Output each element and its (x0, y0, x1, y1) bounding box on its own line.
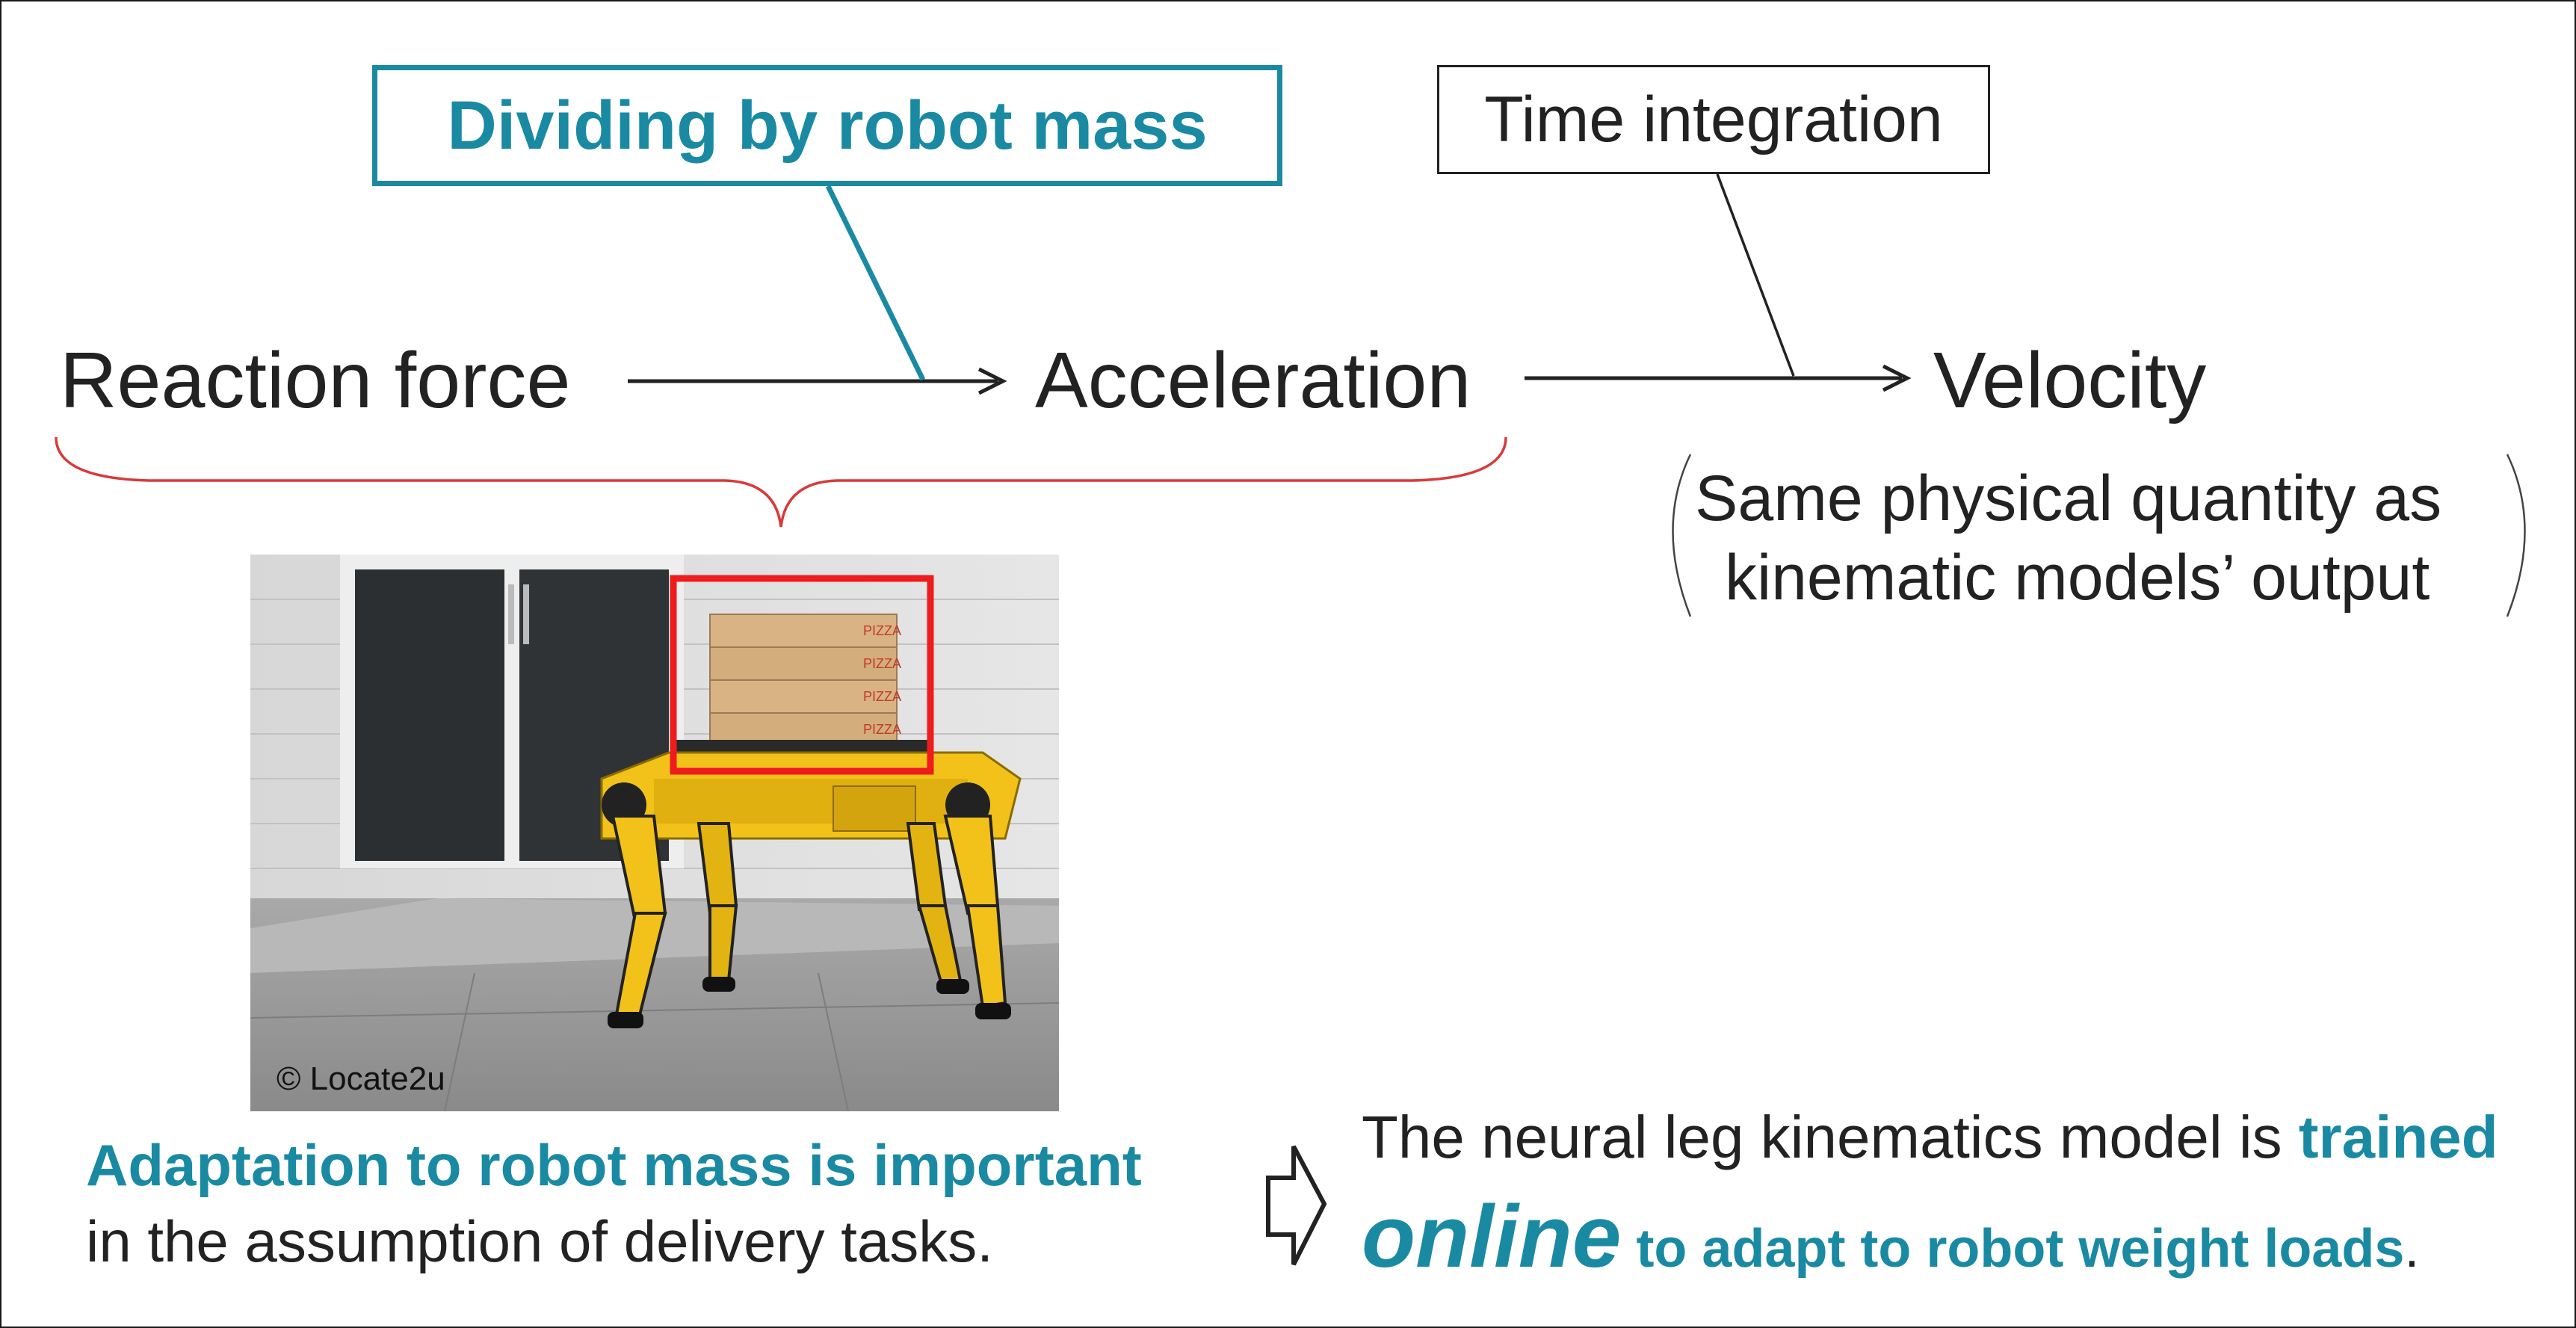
arrowhead-acceleration (977, 367, 1007, 395)
svg-text:PIZZA: PIZZA (863, 656, 901, 671)
time-integration-label: Time integration (1437, 65, 1990, 174)
adaptation-headline: Adaptation to robot mass is important (86, 1132, 1142, 1198)
svg-text:PIZZA: PIZZA (863, 623, 901, 638)
curly-brace (55, 436, 1507, 528)
robot-delivery-photo: PIZZA PIZZA PIZZA PIZZA (250, 555, 1059, 1111)
adaptation-subline: in the assumption of delivery tasks. (86, 1208, 993, 1274)
note-line-2: kinematic models’ output (1725, 542, 2430, 614)
paren-right (2506, 454, 2526, 617)
svg-text:PIZZA: PIZZA (863, 689, 901, 704)
conclusion-trained: trained (2298, 1104, 2498, 1170)
note-line-1: Same physical quantity as (1695, 463, 2442, 534)
velocity-label: Velocity (1933, 336, 2207, 424)
arrowhead-velocity (1882, 364, 1912, 392)
payload-highlight-box (670, 575, 934, 775)
implies-arrow-icon (1266, 1145, 1327, 1266)
conclusion-period: . (2404, 1219, 2420, 1279)
photo-credit: © Locate2u (277, 1060, 445, 1097)
acceleration-label: Acceleration (1035, 336, 1471, 424)
paren-left (1672, 454, 1692, 617)
svg-text:PIZZA: PIZZA (863, 722, 901, 737)
pizza-boxes: PIZZA PIZZA PIZZA PIZZA (709, 614, 901, 747)
conclusion-adapt: to adapt to robot weight loads (1621, 1219, 2405, 1279)
connector-mass-box (825, 185, 926, 381)
dividing-by-mass-label: Dividing by robot mass (372, 65, 1282, 186)
conclusion-plain: The neural leg kinematics model is (1362, 1104, 2299, 1170)
connector-time-box (1716, 173, 1795, 377)
conclusion-online: online (1362, 1188, 1622, 1286)
conclusion-line-2: online to adapt to robot weight loads. (1362, 1193, 2419, 1281)
conclusion-line-1: The neural leg kinematics model is train… (1362, 1108, 2498, 1167)
reaction-force-label: Reaction force (60, 336, 571, 424)
